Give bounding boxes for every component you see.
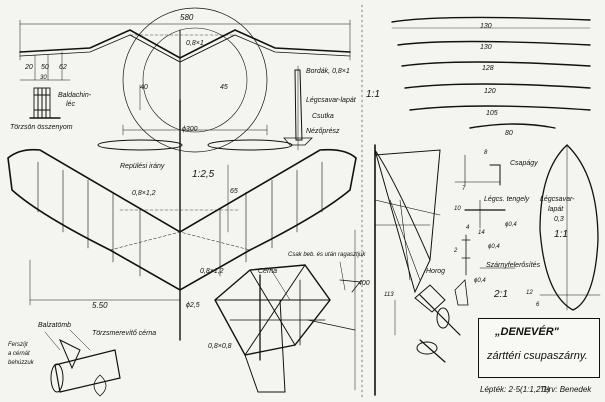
dim-spar-2-label: 0,8×1,2: [132, 190, 156, 197]
dim-113-label: 113: [384, 292, 394, 298]
dim-12-label: 12: [526, 290, 533, 296]
title-block: [478, 318, 600, 378]
baldachin-label-2: léc: [66, 101, 75, 108]
dim-400-label: 400: [358, 280, 370, 287]
scale-note: Lépték: 2·5(1:1,2:1): [480, 385, 550, 394]
propeller-diameter-label: ϕ300: [182, 126, 198, 133]
wing-planform: [7, 148, 357, 306]
scale-wing-label: 1:2,5: [192, 169, 215, 180]
nose-bearing-label: Nézőprész: [306, 128, 340, 135]
rib-105-label: 105: [486, 110, 498, 117]
dim-8-label: 8: [484, 150, 488, 156]
note-3-label: behúzzuk: [8, 360, 34, 366]
scale-top-label: 1:1: [366, 89, 380, 100]
designer-note: Terv: Benedek: [540, 385, 592, 394]
dim-14-label: 14: [478, 230, 485, 236]
baldachin-label: Baldachin-: [58, 92, 92, 99]
note-1-label: Ferszíjt: [8, 342, 28, 348]
bearing-label: Csapágy: [510, 160, 538, 167]
dim-phi04c-label: ϕ0,4: [474, 278, 486, 284]
dim-2-label: 2: [454, 248, 458, 254]
motor-detail: [44, 329, 121, 397]
wing-mount-label: Szárnyfelerősítés: [486, 262, 541, 269]
rib-130a-label: 130: [480, 23, 492, 30]
dim-phi04-label: ϕ0,4: [505, 222, 517, 228]
dim-phi25-label: ϕ2,5: [186, 302, 200, 309]
blade-label-1: Légcsavar-: [540, 196, 575, 203]
propeller-disc: [122, 7, 268, 153]
dim-03-label: 0,3: [554, 216, 564, 223]
dim-45-label: 45: [220, 84, 228, 91]
prop-blade-label: Légcsavar-lapát: [306, 97, 356, 104]
model-name: „DENEVÉR": [495, 326, 559, 338]
dim-62-label: 62: [59, 64, 67, 71]
scale-blade-label: 1:1: [554, 229, 568, 240]
rib-120-label: 120: [484, 88, 496, 95]
glue-note-label: Csak beb. és után ragasztjuk: [288, 252, 366, 258]
dim-550-label: 5.50: [92, 301, 108, 310]
prop-blade-outline: [539, 144, 601, 311]
frame-isometric: [214, 261, 361, 393]
dim-6-label: 6: [536, 302, 540, 308]
balsa-block-label: Balzatömb: [38, 322, 72, 329]
flight-direction-label: Repülési irány: [120, 163, 165, 170]
hook-label: Horog: [426, 268, 446, 275]
dim-40-label: 40: [140, 84, 148, 91]
hub-label: Csutka: [312, 113, 334, 120]
model-subtitle: zárttéri csupaszárny.: [487, 350, 588, 362]
propeller-blade-detail: [283, 65, 313, 151]
ribs-label: Bordák, 0,8×1: [306, 68, 350, 75]
rib-128-label: 128: [482, 65, 494, 72]
dim-4-label: 4: [466, 225, 470, 231]
dim-7-label: 7: [462, 186, 466, 192]
prop-shaft-label: Légcs. tengely: [484, 196, 530, 203]
dim-spar-label: 0,8×1: [186, 40, 204, 47]
dim-30-label: 30: [40, 75, 47, 81]
thread-label: Cérna: [258, 268, 278, 275]
dim-50-label: 50: [41, 64, 49, 71]
front-view-wing: [19, 19, 351, 111]
dim-0812-label: 0,8×1,2: [200, 268, 224, 275]
blade-label-2: lapát: [548, 206, 564, 213]
dim-65-label: 65: [230, 188, 238, 195]
baldachin-detail: [29, 87, 61, 119]
rib-80-label: 80: [505, 130, 513, 137]
fuselage-press-label: Törzsön összenyom: [10, 124, 73, 131]
rib-130b-label: 130: [480, 44, 492, 51]
dim-20-label: 20: [25, 64, 33, 71]
side-view-fuselage: [354, 144, 441, 396]
hook-bearing-details: [414, 154, 516, 363]
scale-detail-label: 2:1: [494, 289, 508, 300]
dim-0808-label: 0,8×0,8: [208, 343, 232, 350]
dim-10-label: 10: [454, 206, 461, 212]
fuselage-thread-label: Törzsmerevítő cérna: [92, 330, 157, 337]
note-2-label: a cérnát: [8, 351, 30, 357]
dim-span-label: 580: [180, 13, 194, 22]
rib-profiles: [391, 16, 591, 129]
dim-phi04b-label: ϕ0,4: [488, 244, 500, 250]
